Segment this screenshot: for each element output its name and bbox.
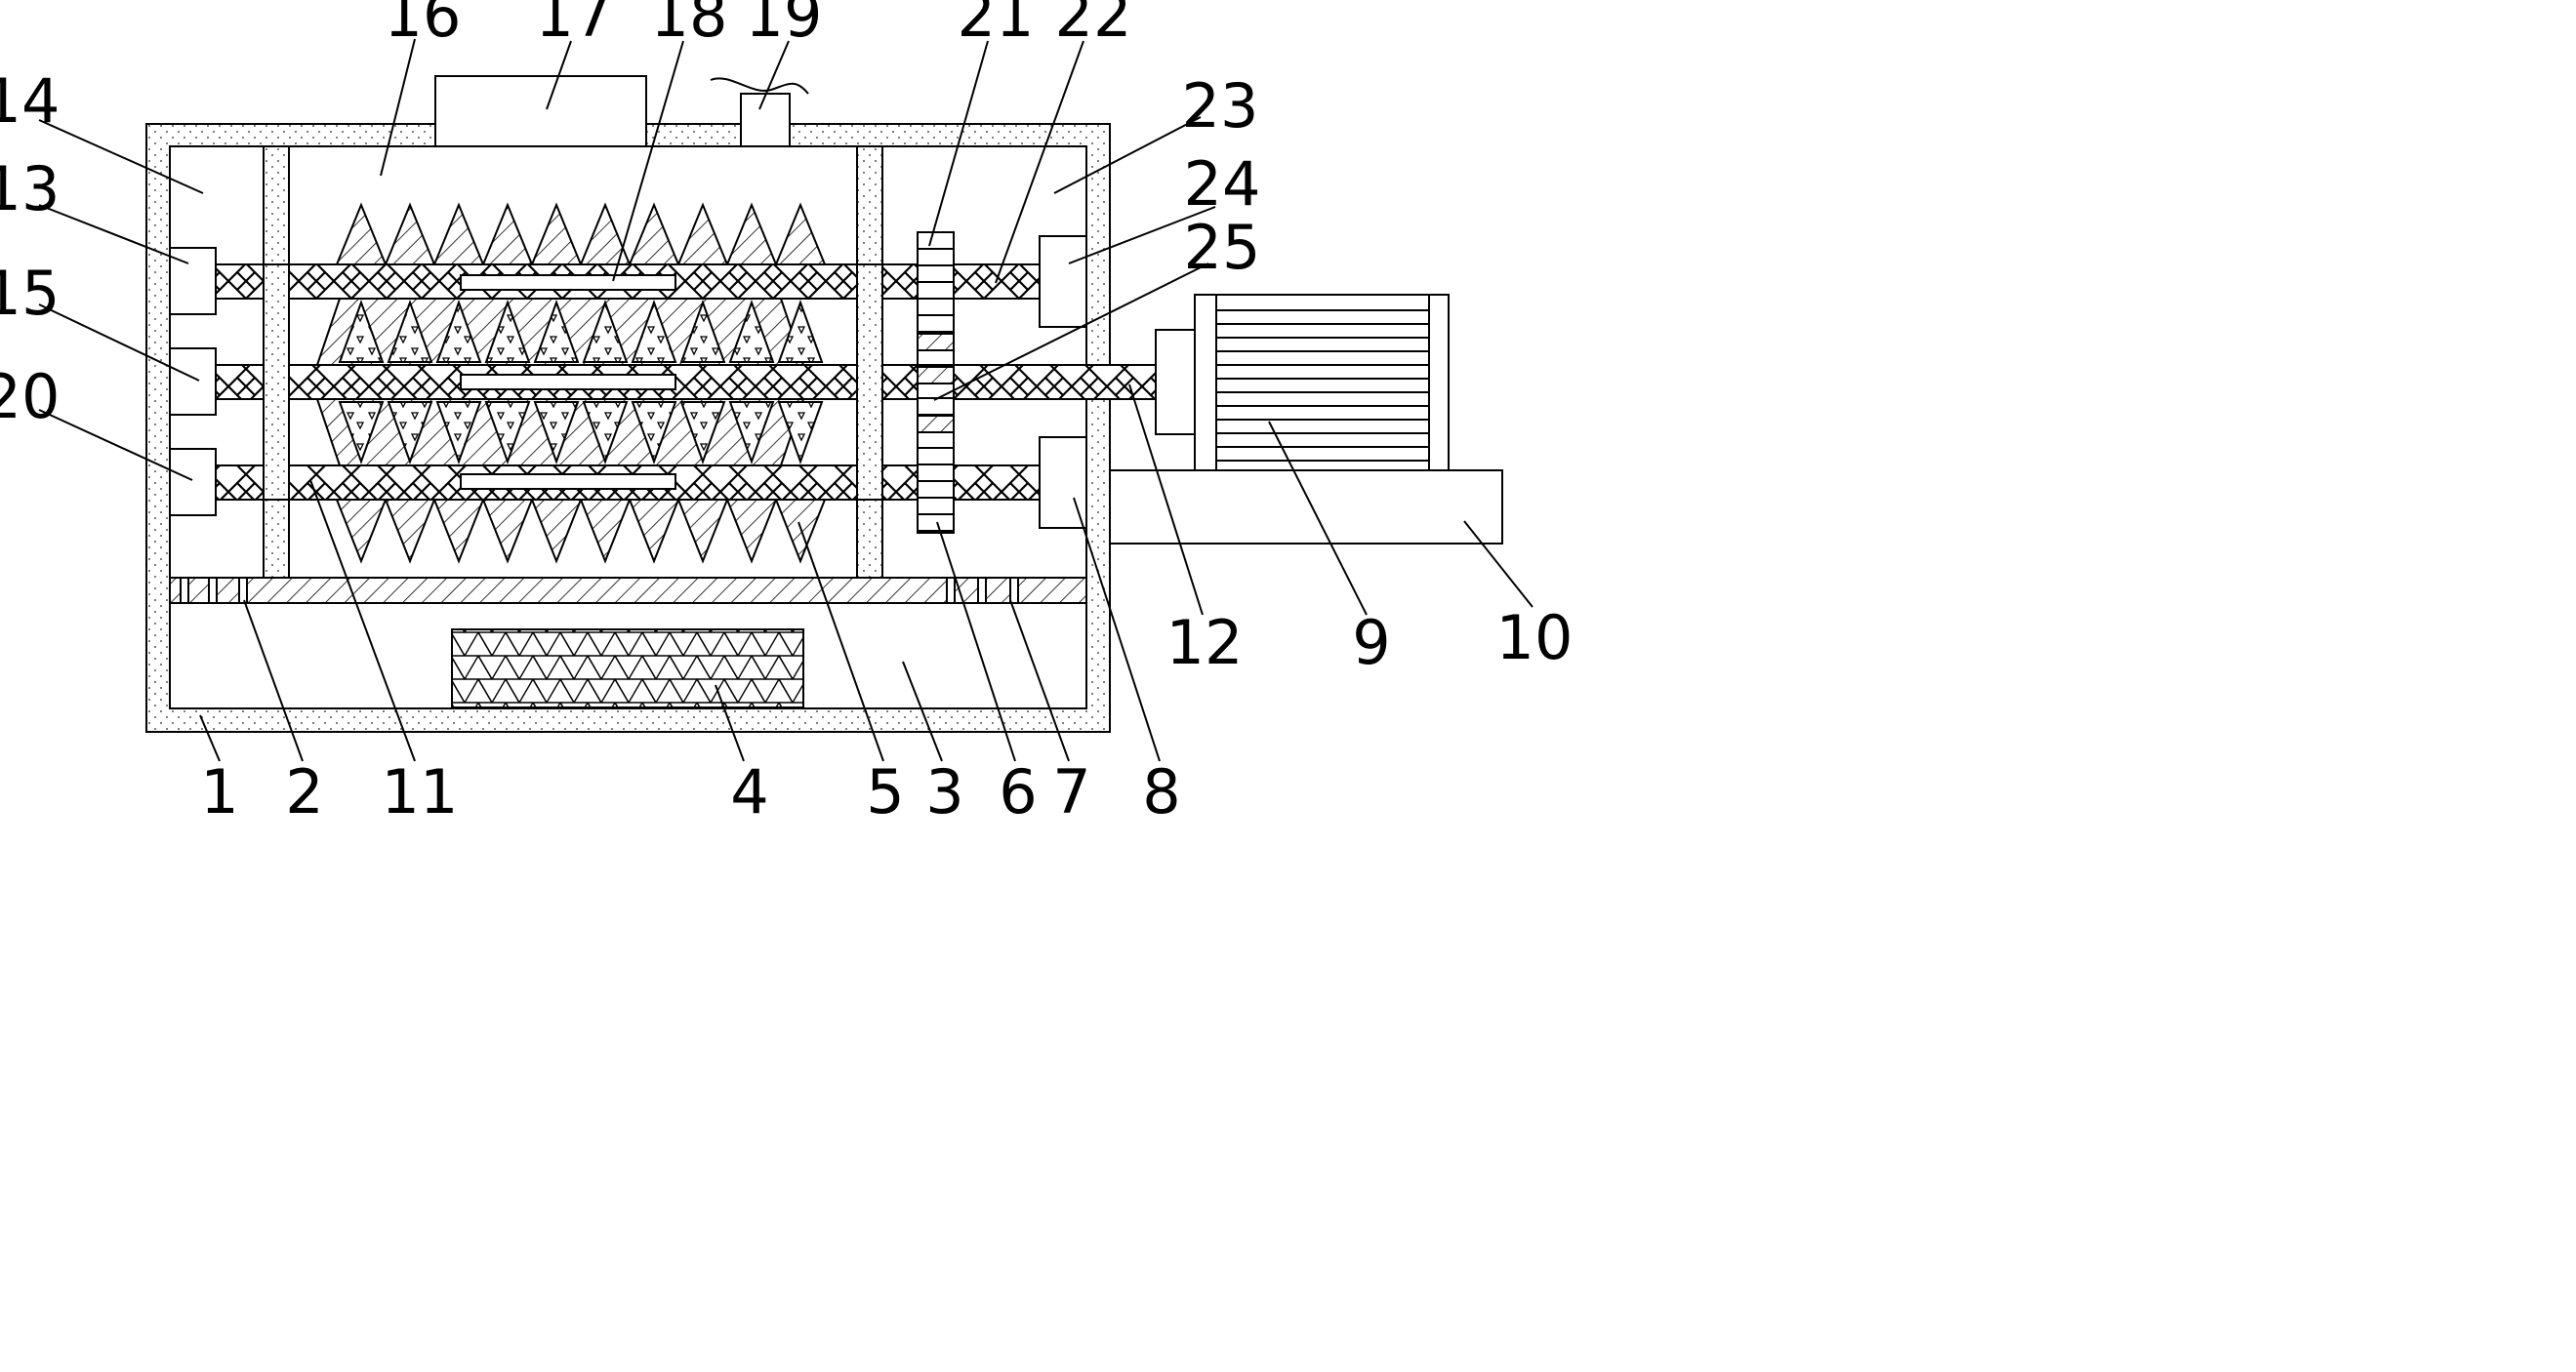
upper-inner-blade [631, 300, 677, 363]
label-17: 17 [536, 0, 613, 51]
upper-inner-blade [679, 300, 726, 363]
label-2: 2 [285, 756, 323, 827]
upper-inner-blade [435, 300, 482, 363]
label-3: 3 [925, 756, 963, 827]
label-20: 20 [0, 361, 60, 432]
label-10: 10 [1496, 602, 1574, 673]
label-5: 5 [866, 756, 904, 827]
upper-inner-blade [387, 300, 433, 363]
lower-inner-blade [435, 401, 482, 464]
lower-inner-blade [533, 401, 580, 464]
bearing-20 [169, 448, 217, 516]
lower-inner-blade [679, 401, 726, 464]
lower-inner-blade [387, 401, 433, 464]
label-24: 24 [1184, 148, 1261, 220]
label-14: 14 [0, 65, 60, 137]
label-9: 9 [1352, 607, 1390, 678]
upper-inner-blade [777, 300, 824, 363]
lower-inner-blade [484, 401, 531, 464]
upper-intermediate-blades [315, 298, 824, 366]
lower-inner-blade [631, 401, 677, 464]
motor [1155, 294, 1450, 471]
water-inlet-line [710, 77, 809, 95]
label-15: 15 [0, 258, 60, 329]
lower-inner-blade [777, 401, 824, 464]
sieve-plate [169, 577, 1087, 604]
left-partition-front [263, 263, 290, 501]
upper-inner-blade [484, 300, 531, 363]
right-partition-front [856, 263, 883, 501]
label-1: 1 [200, 756, 238, 827]
label-13: 13 [0, 153, 60, 224]
label-23: 23 [1182, 70, 1259, 141]
lower-inner-blade [582, 401, 629, 464]
filter-mesh [451, 628, 804, 708]
upper-inner-blade [582, 300, 629, 363]
motor-coupling [1155, 329, 1196, 435]
label-19: 19 [746, 0, 823, 51]
upper-inner-blade [728, 300, 775, 363]
label-18: 18 [651, 0, 728, 51]
lower-inner-blade [728, 401, 775, 464]
label-12: 12 [1166, 607, 1244, 678]
feed-hopper [434, 75, 647, 147]
gear [917, 231, 955, 534]
label-4: 4 [730, 756, 768, 827]
label-11: 11 [382, 756, 459, 827]
label-22: 22 [1055, 0, 1132, 51]
lower-intermediate-blades [315, 398, 824, 466]
bearing-24 [1039, 235, 1087, 328]
bearing-15 [169, 347, 217, 416]
upper-inner-blade [533, 300, 580, 363]
bearing-13 [169, 247, 217, 315]
label-21: 21 [958, 0, 1035, 51]
label-25: 25 [1184, 212, 1261, 283]
leader-lines [38, 38, 1533, 762]
label-16: 16 [385, 0, 462, 51]
lower-inner-blade [338, 401, 385, 464]
inner-bar-lower [460, 473, 676, 490]
inner-bar-upper [460, 274, 676, 291]
inner-bar-middle [460, 374, 676, 390]
upper-inner-blade [338, 300, 385, 363]
spray-pipe [740, 93, 791, 147]
reference-numerals: 1 2 11 4 5 3 6 7 8 12 9 10 14 13 15 20 1… [0, 0, 1573, 827]
label-8: 8 [1142, 756, 1180, 827]
middle-shaft [215, 364, 1158, 400]
label-7: 7 [1052, 756, 1090, 827]
label-6: 6 [999, 756, 1037, 827]
